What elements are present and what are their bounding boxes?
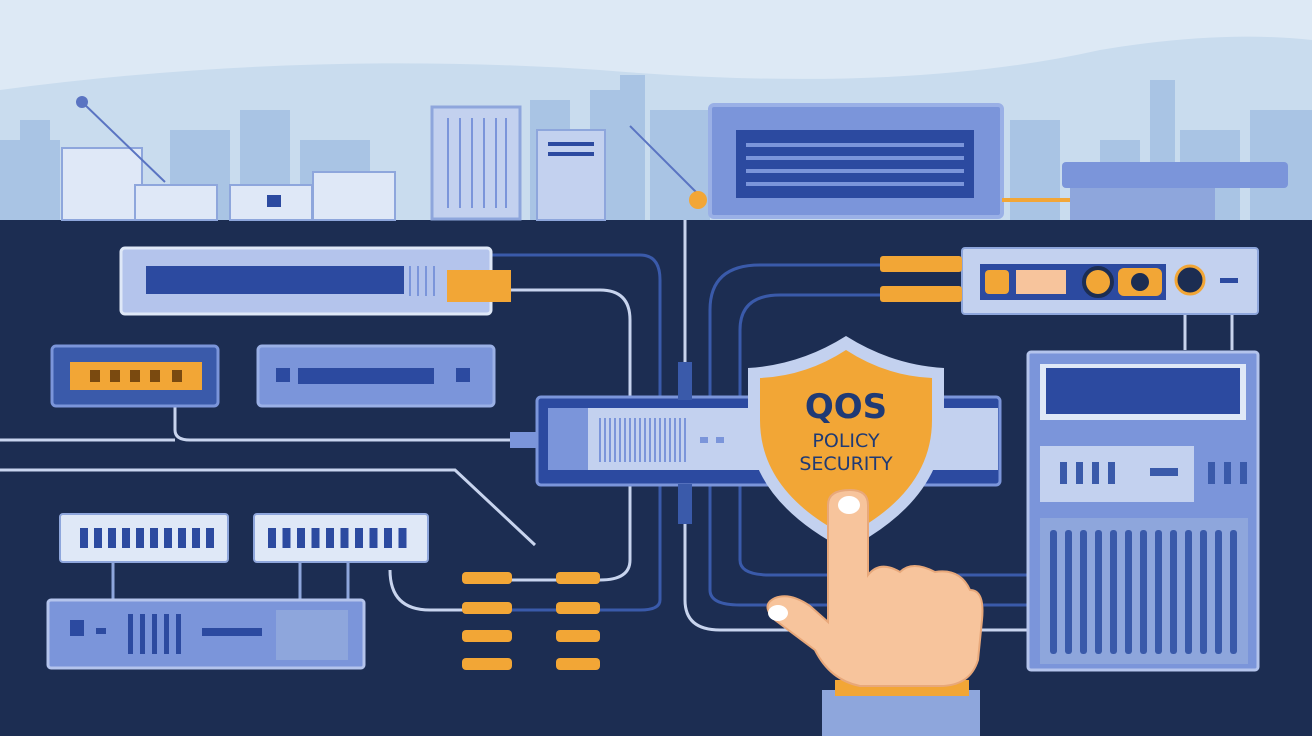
connectors	[462, 572, 600, 670]
port	[94, 528, 102, 548]
port	[178, 528, 186, 548]
shield-line-policy: POLICY	[812, 430, 880, 452]
port	[326, 528, 334, 548]
vent-slot	[1230, 530, 1237, 654]
port	[206, 528, 214, 548]
port	[164, 528, 172, 548]
right-router	[880, 247, 1259, 315]
port	[311, 528, 320, 548]
port	[136, 528, 144, 548]
connector	[462, 602, 512, 614]
shield-line-security: SECURITY	[799, 453, 893, 475]
vent-slot	[1050, 530, 1057, 654]
port	[268, 528, 276, 548]
port	[369, 528, 378, 548]
long-rack-switch	[119, 246, 511, 316]
connector	[462, 630, 512, 642]
connector	[556, 602, 600, 614]
orange-port-switch	[50, 344, 220, 408]
vent-slot	[1140, 530, 1147, 654]
qos-shield: QOS POLICY SECURITY	[748, 336, 944, 550]
port	[108, 528, 116, 548]
vent-slot	[1200, 530, 1207, 654]
port	[122, 528, 130, 548]
right-server-tower	[1026, 350, 1260, 672]
vent-slot	[1065, 530, 1072, 654]
connector	[556, 630, 600, 642]
vent-slot	[1080, 530, 1087, 654]
background-buildings	[61, 96, 396, 221]
vent-slot	[1170, 530, 1177, 654]
patch-panels	[59, 513, 429, 563]
port	[297, 528, 305, 548]
port	[80, 528, 88, 548]
top-rack-panel	[629, 103, 1004, 219]
port	[340, 528, 349, 548]
vent-slot	[1125, 530, 1132, 654]
connector	[556, 572, 600, 584]
vent-slot	[1185, 530, 1192, 654]
port	[398, 528, 407, 548]
port	[384, 528, 392, 548]
port	[150, 528, 158, 548]
port	[192, 528, 200, 548]
connector	[462, 572, 512, 584]
pointing-hand	[766, 488, 984, 736]
top-server-unit	[430, 105, 606, 221]
bottom-left-server	[46, 598, 366, 670]
blue-port-switch	[256, 344, 496, 408]
port	[355, 528, 363, 548]
top-right-router	[1002, 162, 1288, 220]
vent-slot	[1095, 530, 1102, 654]
vent-slot	[1215, 530, 1222, 654]
connector	[556, 658, 600, 670]
connector	[462, 658, 512, 670]
shield-title: QOS	[805, 387, 887, 427]
vent-slot	[1110, 530, 1117, 654]
vent-slot	[1155, 530, 1162, 654]
port	[282, 528, 291, 548]
